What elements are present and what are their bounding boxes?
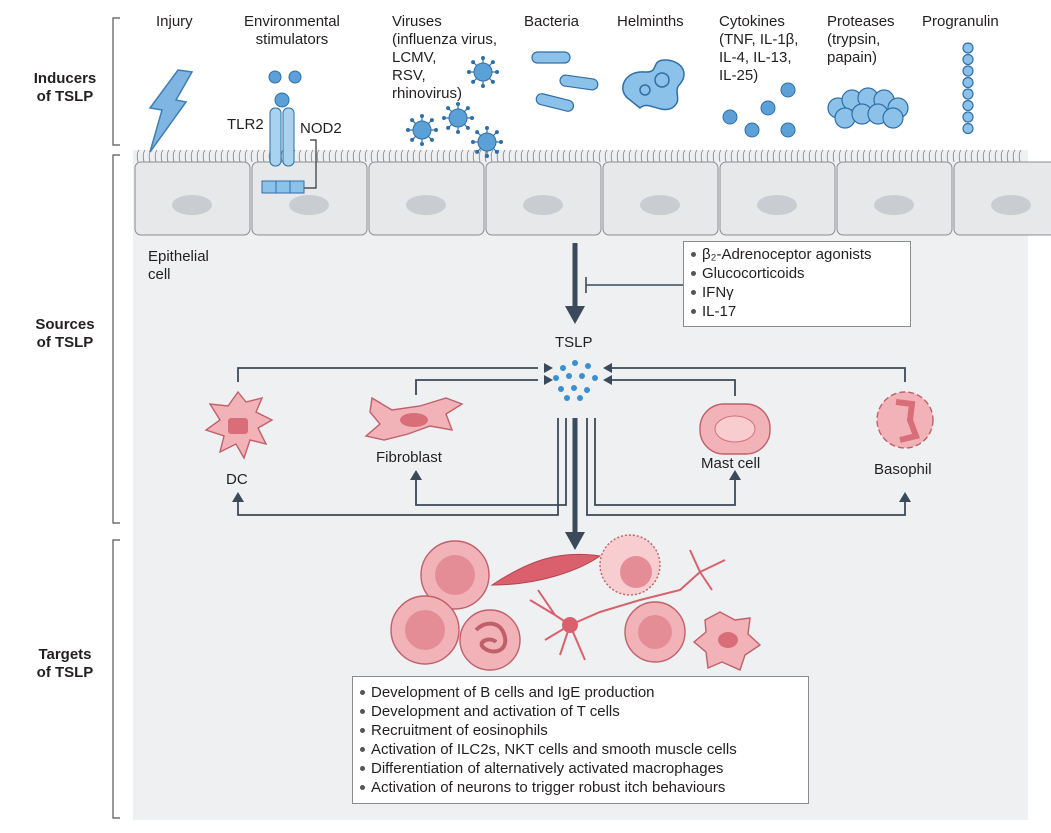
epithelial-cell-label: Epithelial cell [148, 248, 209, 283]
progranulin-label: Progranulin [922, 13, 999, 30]
nod2-receptor-icon [261, 139, 317, 194]
tslp-label: TSLP [555, 334, 593, 351]
nucleus-icon [289, 195, 329, 215]
protease-icons [827, 87, 909, 129]
nucleus-icon [757, 195, 797, 215]
inhibitor-item: β₂-Adrenoceptor agonists [690, 245, 904, 264]
virus-icons [406, 56, 503, 158]
proteases-label: Proteases (trypsin, papain) [827, 13, 895, 66]
mast-cell-icon [699, 403, 771, 455]
helminth-icon [622, 59, 685, 111]
bacteria-icons [531, 51, 599, 112]
tslp-molecules-icon [553, 360, 598, 401]
fibroblast-label: Fibroblast [376, 449, 442, 466]
helminths-label: Helminths [617, 13, 684, 30]
mast-cell-label: Mast cell [701, 455, 761, 472]
nod2-label: NOD2 [300, 120, 342, 137]
inhibitor-item: IL-17 [690, 302, 904, 321]
inducers-section-label: Inducers of TSLP [33, 70, 97, 105]
nucleus-icon [991, 195, 1031, 215]
inhibitors-box: β₂-Adrenoceptor agonists Glucocorticoids… [683, 241, 911, 327]
lightning-icon [148, 69, 194, 153]
target-cells-icon [390, 534, 762, 671]
feedback-arrows [237, 367, 906, 516]
tlr2-label: TLR2 [227, 116, 264, 133]
sources-section-label: Sources of TSLP [35, 316, 95, 351]
progranulin-icon [962, 42, 974, 135]
environmental-stimulators-label: Environmental stimulators [244, 13, 340, 48]
inhibitor-item: IFNγ [690, 283, 904, 302]
cytokine-icons [722, 82, 796, 138]
effect-item: Development and activation of T cells [359, 702, 802, 721]
effect-item: Development of B cells and IgE productio… [359, 683, 802, 702]
tslp-to-targets-arrow [565, 418, 585, 550]
epithelium [134, 149, 1051, 236]
nucleus-icon [874, 195, 914, 215]
bacteria-label: Bacteria [524, 13, 580, 30]
nucleus-icon [172, 195, 212, 215]
nucleus-icon [523, 195, 563, 215]
inhibitor-item: Glucocorticoids [690, 264, 904, 283]
effect-item: Recruitment of eosinophils [359, 721, 802, 740]
nucleus-icon [640, 195, 680, 215]
basophil-label: Basophil [874, 461, 932, 478]
dc-label: DC [226, 471, 248, 488]
cytokines-label: Cytokines (TNF, IL-1β, IL-4, IL-13, IL-2… [719, 13, 799, 84]
effect-item: Activation of neurons to trigger robust … [359, 778, 802, 797]
effect-item: Activation of ILC2s, NKT cells and smoot… [359, 740, 802, 759]
inhibition-line [585, 277, 683, 293]
effect-item: Differentiation of alternatively activat… [359, 759, 802, 778]
dc-cell-icon [204, 390, 274, 460]
effects-box: Development of B cells and IgE productio… [352, 676, 809, 804]
tlr2-receptor-icon [268, 70, 302, 167]
basophil-cell-icon [876, 391, 934, 449]
epithelium-to-tslp-arrow [565, 243, 585, 324]
targets-section-label: Targets of TSLP [36, 646, 94, 681]
viruses-label: Viruses (influenza virus, LCMV, RSV, rhi… [392, 13, 498, 102]
section-brackets [112, 17, 120, 819]
fibroblast-cell-icon [364, 396, 464, 441]
injury-label: Injury [156, 13, 193, 30]
nucleus-icon [406, 195, 446, 215]
feedback-arrowheads [232, 363, 911, 502]
